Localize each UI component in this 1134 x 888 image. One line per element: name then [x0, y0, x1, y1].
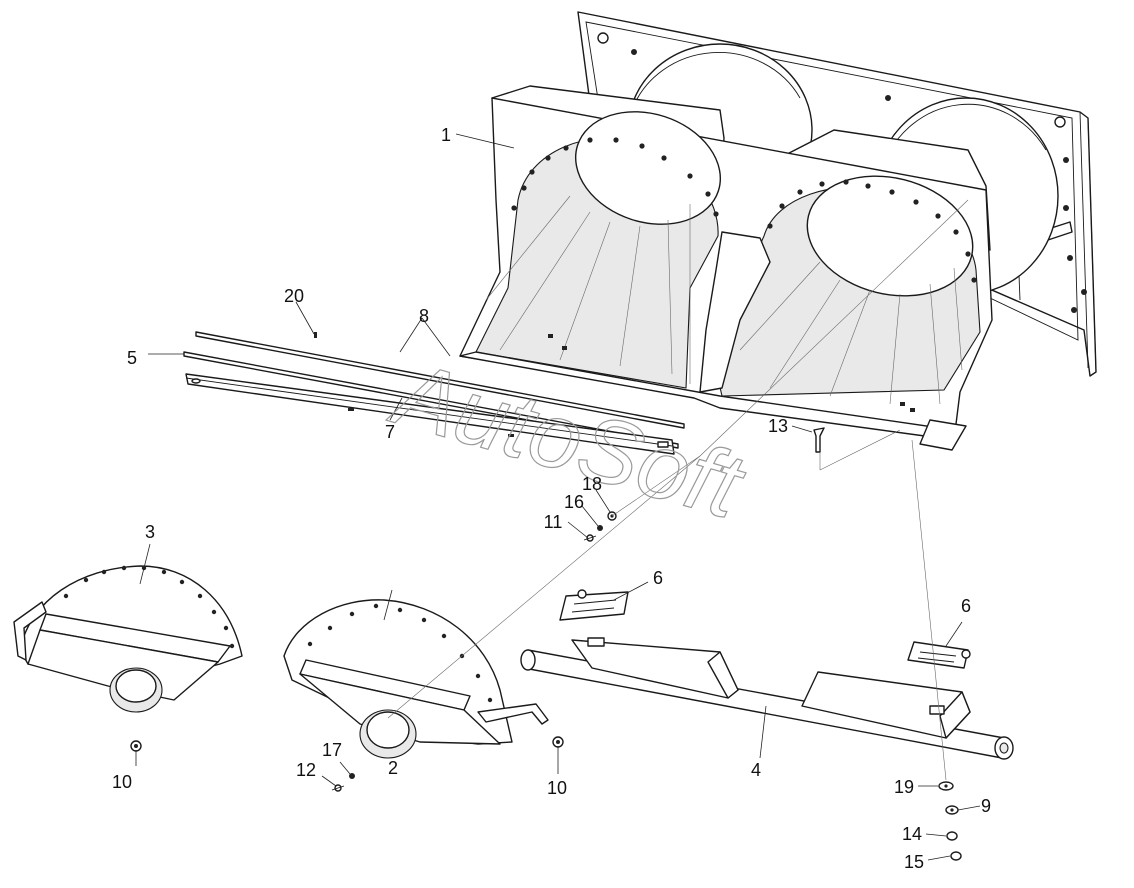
- callout-16: 16: [564, 492, 584, 512]
- shaft-assembly: [520, 637, 1014, 760]
- callout-8: 8: [419, 306, 429, 326]
- callout-10b: 10: [547, 778, 567, 798]
- callout-18: 18: [582, 474, 602, 494]
- callout-numbers: 1 2 3 4 5 6 6 7 8 9 10 10 11 12 13 14 15…: [112, 125, 991, 872]
- callout-13: 13: [768, 416, 788, 436]
- callout-20: 20: [284, 286, 304, 306]
- callout-9: 9: [981, 796, 991, 816]
- callout-3: 3: [145, 522, 155, 542]
- main-housing: [459, 85, 993, 451]
- housing-bolt-holes: [511, 137, 977, 283]
- leader-lines: [135, 133, 981, 861]
- callout-10a: 10: [112, 772, 132, 792]
- callout-12: 12: [296, 760, 316, 780]
- callout-17: 17: [322, 740, 342, 760]
- callout-14: 14: [902, 824, 922, 844]
- callout-7: 7: [385, 422, 395, 442]
- callout-2: 2: [388, 758, 398, 778]
- callout-19: 19: [894, 777, 914, 797]
- side-shield-right: [283, 599, 564, 759]
- callout-6b: 6: [961, 596, 971, 616]
- sealing-strips: [183, 331, 685, 455]
- callout-4: 4: [751, 760, 761, 780]
- side-shield-left: [13, 565, 243, 752]
- callout-5: 5: [127, 348, 137, 368]
- callout-6a: 6: [653, 568, 663, 588]
- callout-1: 1: [441, 125, 451, 145]
- shim-plates: [559, 589, 971, 669]
- callout-15: 15: [904, 852, 924, 872]
- callout-11: 11: [544, 512, 563, 532]
